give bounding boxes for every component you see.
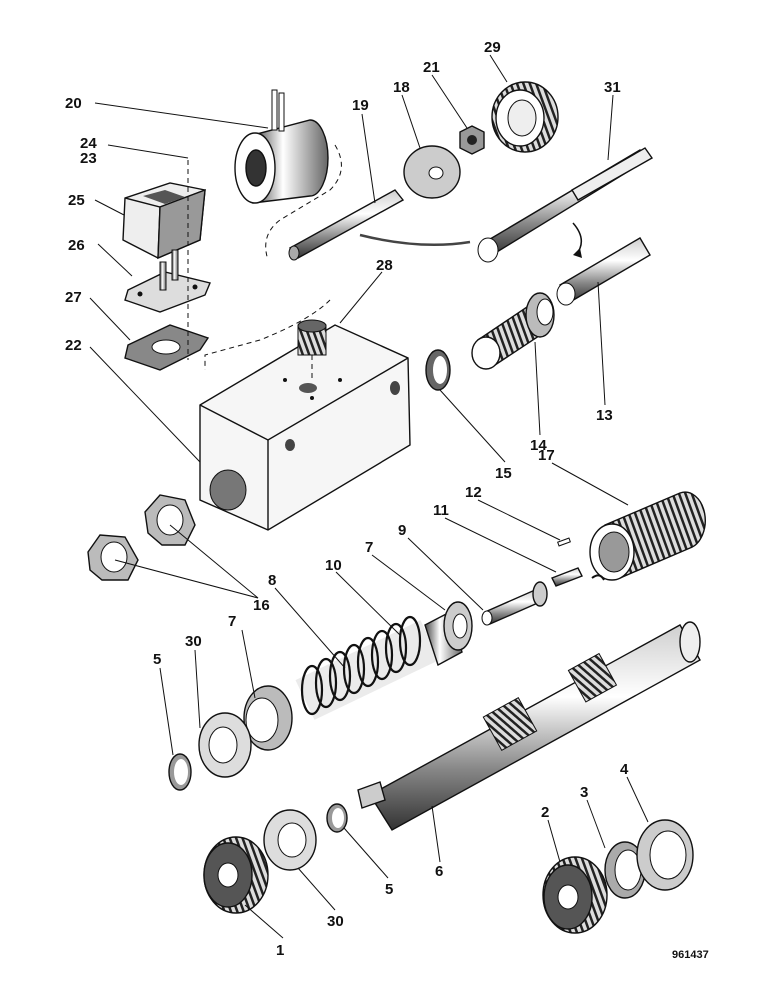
label-9: 9 (398, 522, 406, 539)
end-cap (589, 491, 706, 581)
label-31: 31 (604, 79, 621, 96)
hex-nut-small (459, 125, 485, 155)
spring-seat-lower (243, 685, 293, 751)
label-14: 14 (530, 437, 547, 454)
lock-nut-left (87, 534, 139, 581)
dowel-pin (551, 567, 605, 587)
spool-rod (477, 147, 654, 263)
label-12: 12 (465, 484, 482, 501)
part-labels: 20 24 23 25 26 27 22 19 18 21 29 31 28 1… (65, 39, 709, 961)
spacer-washer-upper (198, 712, 252, 778)
reference-number: 961437 (672, 949, 709, 961)
label-20: 20 (65, 95, 82, 112)
label-28: 28 (376, 257, 393, 274)
assembly-dashed-paths (187, 144, 582, 380)
solenoid-coil (234, 89, 329, 204)
label-24: 24 (80, 135, 97, 152)
label-25: 25 (68, 192, 85, 209)
label-30-upper: 30 (185, 633, 202, 650)
label-13: 13 (596, 407, 613, 424)
solenoid-stem (288, 189, 405, 261)
label-19: 19 (352, 97, 369, 114)
label-16: 16 (253, 597, 270, 614)
circlip-upper (168, 753, 192, 791)
label-26: 26 (68, 237, 85, 254)
spring (295, 615, 440, 720)
label-29: 29 (484, 39, 501, 56)
label-2: 2 (541, 804, 549, 821)
castellated-nut-left (203, 836, 269, 914)
label-7-upper: 7 (365, 539, 373, 556)
label-7-lower: 7 (228, 613, 236, 630)
label-3: 3 (580, 784, 588, 801)
cover-block (122, 182, 206, 260)
label-5-lower: 5 (385, 881, 393, 898)
label-8: 8 (268, 572, 276, 589)
gasket (124, 324, 210, 371)
threaded-adaptor (471, 292, 555, 370)
label-15: 15 (495, 465, 512, 482)
label-23: 23 (80, 150, 97, 167)
small-pin (557, 537, 571, 547)
large-washer (403, 145, 461, 199)
label-5-upper: 5 (153, 651, 161, 668)
spool-bolt (481, 581, 548, 626)
label-1: 1 (276, 942, 284, 959)
valve-body (199, 324, 411, 531)
spring-seat-upper (424, 601, 473, 667)
main-spool (357, 621, 701, 831)
label-27: 27 (65, 289, 82, 306)
castellated-nut-right (542, 856, 608, 934)
leader-lines (89, 54, 649, 939)
label-22: 22 (65, 337, 82, 354)
valve-plate (124, 249, 211, 313)
sleeve-tube (556, 237, 651, 306)
label-17: 17 (538, 447, 555, 464)
label-10: 10 (325, 557, 342, 574)
seal-ring (425, 349, 451, 391)
label-18: 18 (393, 79, 410, 96)
thin-washer (604, 841, 646, 899)
label-30-lower: 30 (327, 913, 344, 930)
spacer-washer-lower (263, 809, 317, 871)
threaded-plug (297, 319, 327, 356)
label-6: 6 (435, 863, 443, 880)
threaded-ring (491, 81, 559, 153)
lock-nut-right (144, 494, 196, 546)
label-21: 21 (423, 59, 440, 76)
circlip-lower (326, 803, 348, 833)
label-4: 4 (620, 761, 629, 778)
label-11: 11 (433, 502, 449, 519)
end-ring (636, 819, 694, 891)
